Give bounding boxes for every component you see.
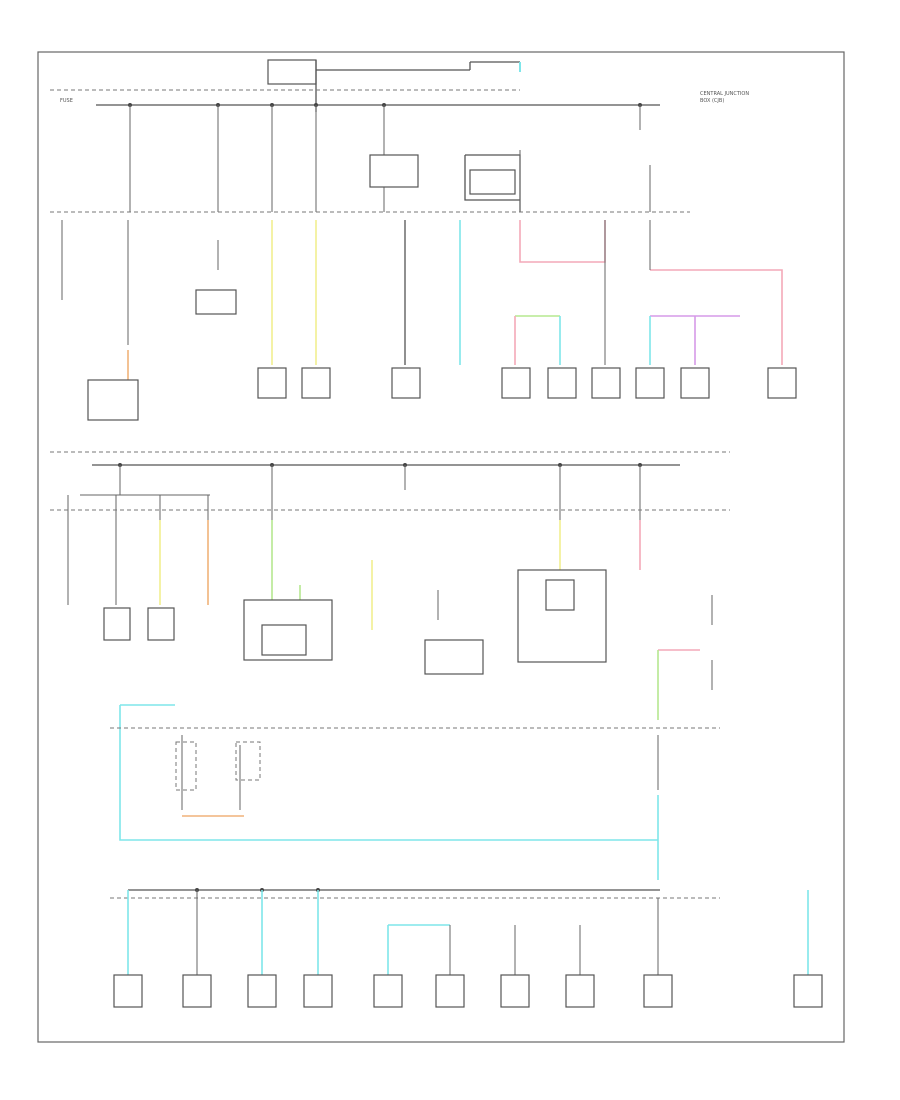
- middle-distribution-section: [50, 451, 730, 690]
- svg-text:BOX (CJB): BOX (CJB): [700, 98, 724, 104]
- top-feed-section: FUSE CENTRAL JUNCTION BOX (CJB): [50, 59, 749, 213]
- bottom-module-row: [113, 890, 823, 1008]
- diagram-border: [37, 51, 845, 1043]
- lower-control-section: [110, 649, 720, 899]
- svg-text:FUSE: FUSE: [60, 98, 73, 104]
- upper-loads-section: [61, 220, 797, 421]
- svg-text:CENTRAL JUNCTION: CENTRAL JUNCTION: [700, 91, 749, 97]
